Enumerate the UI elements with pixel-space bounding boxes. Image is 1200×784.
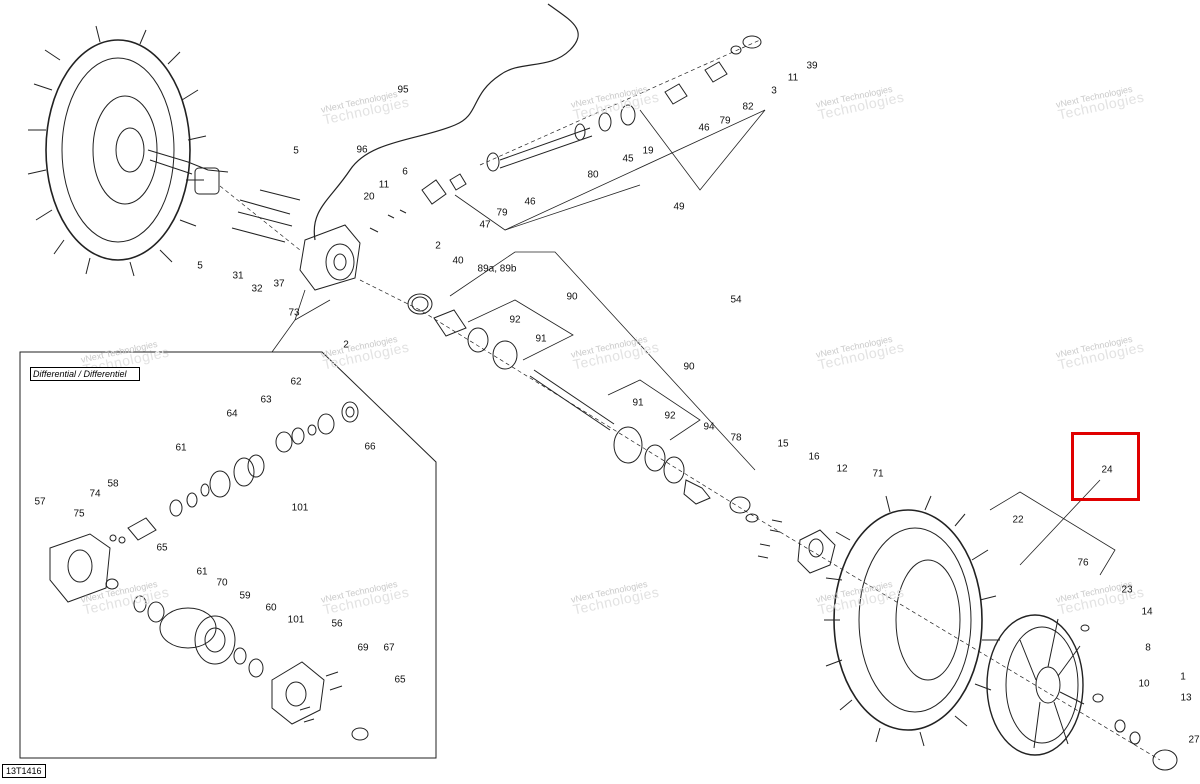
- callout-47: 47: [479, 219, 491, 231]
- callout-101a: 101: [291, 502, 309, 514]
- callout-94: 94: [703, 421, 715, 433]
- differential-inset-frame: [19, 351, 437, 759]
- callout-39: 39: [806, 60, 818, 72]
- callout-23: 23: [1121, 584, 1133, 596]
- callout-8: 8: [1145, 642, 1151, 654]
- leader-lines: [271, 109, 1116, 576]
- callout-80: 80: [587, 169, 599, 181]
- callout-75: 75: [73, 508, 85, 520]
- callout-79b: 79: [496, 207, 508, 219]
- callout-82: 82: [742, 101, 754, 113]
- front-differential-housing: [299, 224, 361, 291]
- callout-2a: 2: [435, 240, 441, 252]
- callout-92a: 92: [509, 314, 521, 326]
- callout-11b: 11: [378, 179, 390, 191]
- callout-6: 6: [402, 166, 408, 178]
- tire-bottom-right: [824, 495, 1000, 747]
- callout-61a: 61: [175, 442, 187, 454]
- callout-12: 12: [836, 463, 848, 475]
- vent-hose: [313, 3, 579, 241]
- callout-65b: 65: [394, 674, 406, 686]
- callout-22: 22: [1012, 514, 1024, 526]
- callout-74: 74: [89, 488, 101, 500]
- callout-69: 69: [357, 642, 369, 654]
- callout-66: 66: [364, 441, 376, 453]
- callout-59: 59: [239, 590, 251, 602]
- wheel-top-left: [27, 25, 229, 277]
- callout-71: 71: [872, 468, 884, 480]
- callout-57: 57: [34, 496, 46, 508]
- wheel-hub: [757, 519, 836, 574]
- callout-31: 31: [232, 270, 244, 282]
- callout-60: 60: [265, 602, 277, 614]
- callout-54: 54: [730, 294, 742, 306]
- callout-73: 73: [288, 307, 300, 319]
- callout-10: 10: [1138, 678, 1150, 690]
- dashed-axes: [219, 39, 1161, 761]
- callout-58: 58: [107, 478, 119, 490]
- callout-65a: 65: [156, 542, 168, 554]
- callout-78: 78: [730, 432, 742, 444]
- callout-96: 96: [356, 144, 368, 156]
- callout-90b: 90: [683, 361, 695, 373]
- callout-14: 14: [1141, 606, 1153, 618]
- drive-shaft-assembly: [407, 293, 759, 523]
- callout-92b: 92: [664, 410, 676, 422]
- callout-20: 20: [363, 191, 375, 203]
- callout-13: 13: [1180, 692, 1192, 704]
- callout-49: 49: [673, 201, 685, 213]
- callout-76: 76: [1077, 557, 1089, 569]
- callout-24: 24: [1101, 464, 1113, 476]
- callout-40: 40: [452, 255, 464, 267]
- callout-27: 27: [1188, 734, 1200, 746]
- callout-63: 63: [260, 394, 272, 406]
- callout-37: 37: [273, 278, 285, 290]
- bolts-group: [231, 189, 407, 243]
- callout-16: 16: [808, 451, 820, 463]
- callout-11a: 11: [787, 72, 799, 84]
- callout-62: 62: [290, 376, 302, 388]
- callout-70: 70: [216, 577, 228, 589]
- callout-1: 1: [1180, 671, 1186, 683]
- callout-5a: 5: [293, 145, 299, 157]
- callout-90a: 90: [566, 291, 578, 303]
- callout-5b: 5: [197, 260, 203, 272]
- callout-15: 15: [777, 438, 789, 450]
- figure-code: 13T1416: [2, 764, 46, 778]
- callout-101b: 101: [287, 614, 305, 626]
- callout-79a: 79: [719, 115, 731, 127]
- callout-3: 3: [771, 85, 777, 97]
- callout-46a: 46: [698, 122, 710, 134]
- callout-95: 95: [397, 84, 409, 96]
- callout-45: 45: [622, 153, 634, 165]
- callout-32: 32: [251, 283, 263, 295]
- callout-2b: 2: [343, 339, 349, 351]
- callout-91b: 91: [632, 397, 644, 409]
- callout-64: 64: [226, 408, 238, 420]
- callout-91a: 91: [535, 333, 547, 345]
- wheel-fasteners: [1080, 624, 1178, 771]
- callout-61b: 61: [196, 566, 208, 578]
- differential-inset-title: Differential / Differentiel: [30, 367, 140, 381]
- callout-67: 67: [383, 642, 395, 654]
- differential-inset-parts: [49, 401, 369, 741]
- callout-19: 19: [642, 145, 654, 157]
- callout-46b: 46: [524, 196, 536, 208]
- rim-bottom-right: [986, 614, 1085, 756]
- callout-56: 56: [331, 618, 343, 630]
- callout-89: 89a, 89b: [477, 263, 517, 275]
